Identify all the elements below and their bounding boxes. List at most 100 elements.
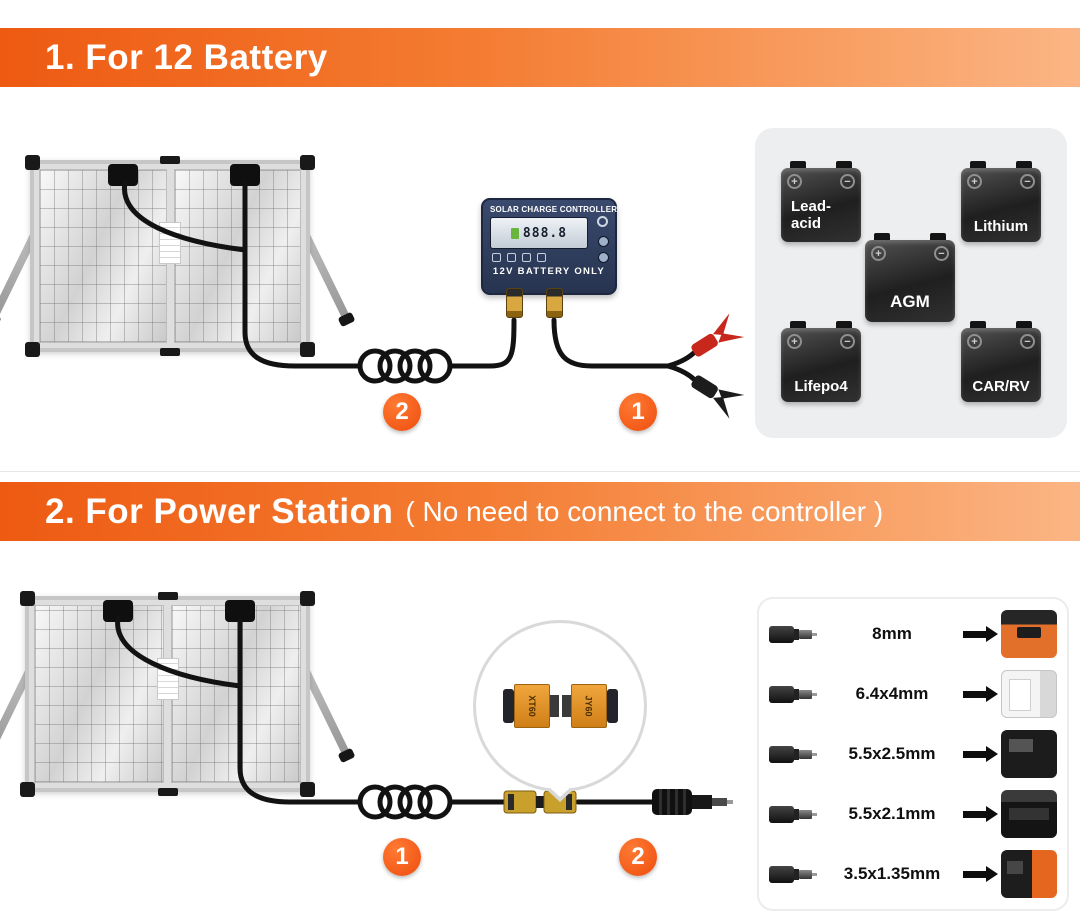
controller-lcd: 888.8 [490, 217, 588, 249]
corner-protector [25, 342, 40, 357]
controller-output-connector-icon [546, 288, 563, 318]
battery-lifepo4: + − Lifepo4 [781, 321, 861, 402]
battery-car-rv: + − CAR/RV [961, 321, 1041, 402]
connector-end-cap [606, 689, 618, 723]
plug-neck [794, 868, 799, 880]
plug-pin [812, 692, 817, 696]
step-badge-2: 2 [619, 838, 657, 876]
solar-panel-1 [0, 155, 351, 357]
plug-body [769, 625, 794, 643]
battery-terminal-icon [874, 233, 890, 242]
battery-label: Lifepo4 [794, 378, 848, 395]
spec-sticker [156, 658, 179, 700]
alligator-clip-black-icon [691, 375, 745, 419]
adapter-row: 5.5x2.5mm [769, 727, 1057, 781]
battery-body: + − AGM [865, 240, 955, 322]
plug-tip [799, 869, 812, 879]
solar-panel-half-left [39, 169, 167, 343]
dc-barrel-plug-icon [652, 789, 733, 815]
connector-end-cap [502, 689, 514, 723]
section2-banner: 2. For Power Station ( No need to connec… [0, 482, 1080, 541]
battery-body: + − CAR/RV [961, 328, 1041, 402]
hinge [157, 592, 178, 600]
plug-tip [799, 749, 812, 759]
battery-label: AGM [890, 292, 930, 311]
plug-body [769, 805, 794, 823]
dc-plug-icon [769, 745, 827, 763]
adapter-size-label: 6.4x4mm [855, 684, 929, 703]
corner-protector [25, 155, 40, 170]
jy60-connector-icon: JY60 [561, 684, 618, 728]
minus-terminal-icon: − [1020, 334, 1035, 349]
controller-button-icon [598, 236, 609, 247]
arrow-right-icon [963, 685, 998, 702]
hinge [157, 788, 178, 796]
controller-buttons [598, 236, 609, 263]
alligator-clip-red-icon [691, 313, 745, 357]
minus-terminal-icon: − [1020, 174, 1035, 189]
adapter-row: 8mm [769, 607, 1057, 661]
step-badge-1: 1 [619, 393, 657, 431]
cable-coil-icon [357, 784, 453, 820]
adapter-size-label: 5.5x2.5mm [848, 744, 936, 763]
corner-protector [20, 591, 35, 606]
battery-label: Lithium [973, 218, 1029, 235]
battery-agm: + − AGM [865, 233, 955, 322]
section-divider [0, 471, 1080, 472]
usb-icon [537, 253, 546, 262]
corner-protector [300, 782, 315, 797]
connector-label: JY60 [583, 695, 594, 717]
arrow-right-icon [963, 865, 998, 882]
adapter-size-label: 8mm [872, 624, 912, 643]
controller-status-icons [492, 253, 608, 262]
battery-body: + − Lifepo4 [781, 328, 861, 402]
battery-terminal-icon [836, 161, 852, 170]
plug-neck [794, 808, 799, 820]
connector-body: XT60 [513, 684, 550, 728]
adapter-size-label: 3.5x1.35mm [843, 864, 941, 883]
junction-box-icon [103, 600, 133, 622]
junction-box-icon [225, 600, 255, 622]
plug-neck [794, 628, 799, 640]
corner-protector [300, 155, 315, 170]
plug-tip [799, 809, 812, 819]
lcd-digits: 888.8 [522, 225, 568, 241]
power-station-orange-thumbnail [1001, 610, 1057, 658]
dc-plug-icon [769, 625, 827, 643]
junction-box-icon [108, 164, 138, 186]
solar-panel-2 [0, 591, 351, 797]
plus-terminal-icon: + [787, 334, 802, 349]
plug-pin [812, 812, 817, 816]
battery-lithium: + − Lithium [961, 161, 1041, 242]
adapter-row: 5.5x2.1mm [769, 787, 1057, 841]
plug-body [769, 685, 794, 703]
plug-pin [812, 752, 817, 756]
controller-button-icon [598, 252, 609, 263]
dc-adapter-panel: 8mm 6.4x4mm 5.5x2.5mm 5.5x2.1mm 3.5x1.35… [757, 597, 1069, 911]
plug-neck [794, 688, 799, 700]
power-station-dark-thumbnail [1001, 790, 1057, 838]
solar-panel-half-left [34, 605, 164, 783]
plus-terminal-icon: + [871, 246, 886, 261]
connector-label: XT60 [526, 695, 537, 717]
arrow-right-icon [963, 625, 998, 642]
controller-bottom-label: 12V BATTERY ONLY [492, 266, 606, 277]
junction-box-icon [230, 164, 260, 186]
connector-tip [561, 695, 571, 717]
xt60-connector-icon: XT60 [502, 684, 559, 728]
battery-body: + − Lithium [961, 168, 1041, 242]
section2-subtitle: ( No need to connect to the controller ) [405, 495, 884, 527]
battery-level-icon [510, 227, 519, 239]
plus-terminal-icon: + [967, 334, 982, 349]
battery-terminal-icon [836, 321, 852, 330]
arrow-right-icon [963, 745, 998, 762]
adapter-size-label: 5.5x2.1mm [848, 804, 936, 823]
battery-terminal-icon [790, 321, 806, 330]
battery-terminal-icon [790, 161, 806, 170]
plus-terminal-icon: + [967, 174, 982, 189]
sun-icon [597, 216, 608, 227]
battery-terminal-icon [1016, 321, 1032, 330]
minus-terminal-icon: − [840, 334, 855, 349]
dc-plug-icon [769, 865, 827, 883]
corner-protector [20, 782, 35, 797]
